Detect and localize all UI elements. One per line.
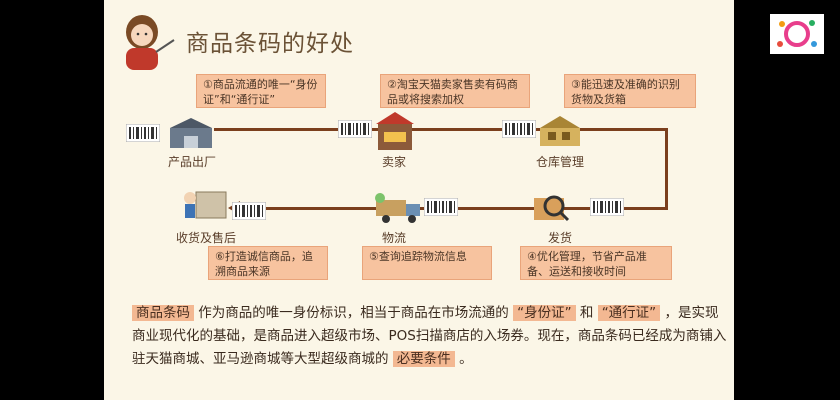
node-label-factory: 产品出厂 (168, 155, 217, 169)
paragraph-text: 。 (459, 351, 473, 367)
barcode-icon (502, 120, 536, 138)
flow-line-right (665, 128, 668, 210)
barcode-icon (424, 198, 458, 216)
flow-line-top (214, 128, 668, 131)
page-title: 商品条码的好处 (186, 31, 354, 57)
note-4: ④优化管理，节省产品准备、运送和接收时间 (520, 246, 672, 280)
package-receive-icon (184, 191, 227, 219)
paragraph-text: 和 (579, 305, 594, 321)
warehouse-icon (540, 116, 580, 146)
highlight-tag: “通行证” (597, 305, 661, 321)
barcode-icon (338, 120, 372, 138)
delivery-icon (534, 195, 570, 222)
teacher-avatar-icon (126, 15, 175, 70)
description-paragraph: 商品条码 作为商品的唯一身份标识，相当于商品在市场流通的 “身份证” 和 “通行… (132, 302, 728, 371)
slide: 商品条码的好处 ①商品流通的唯一“身份证”和“通行证” ②淘宝天猫卖家售卖有码商… (104, 0, 734, 400)
node-label-warehouse: 仓库管理 (536, 155, 585, 169)
note-6: ⑥打造诚信商品，追溯商品来源 (208, 246, 328, 280)
highlight-tag: “身份证” (513, 305, 576, 321)
note-5: ⑤查询追踪物流信息 (362, 246, 492, 280)
highlight-tag: 必要条件 (392, 351, 455, 367)
highlight-tag: 商品条码 (132, 305, 194, 321)
barcode-icon (232, 202, 266, 220)
barcode-icon (590, 198, 624, 216)
brand-logo-icon (770, 14, 824, 54)
note-1: ①商品流通的唯一“身份证”和“通行证” (196, 74, 326, 108)
node-label-logistics: 物流 (382, 231, 407, 245)
shop-icon (376, 112, 414, 150)
barcode-icon (126, 124, 160, 142)
note-3: ③能迅速及准确的识别货物及货箱 (564, 74, 696, 108)
paragraph-text: ，是实现商业现代化的基础，是商品进入超级市场、POS扫描商店的入场券。现在，商品… (132, 305, 727, 367)
node-label-seller: 卖家 (382, 155, 407, 169)
paragraph-text: 作为商品的唯一身份标识，相当于商品在市场流通的 (198, 305, 509, 321)
logistics-truck-icon (375, 193, 420, 223)
node-label-after-sale: 收货及售后 (176, 231, 237, 245)
node-label-ship: 发货 (548, 231, 573, 245)
note-2: ②淘宝天猫卖家售卖有码商品或将搜索加权 (380, 74, 530, 108)
factory-icon (170, 118, 212, 148)
